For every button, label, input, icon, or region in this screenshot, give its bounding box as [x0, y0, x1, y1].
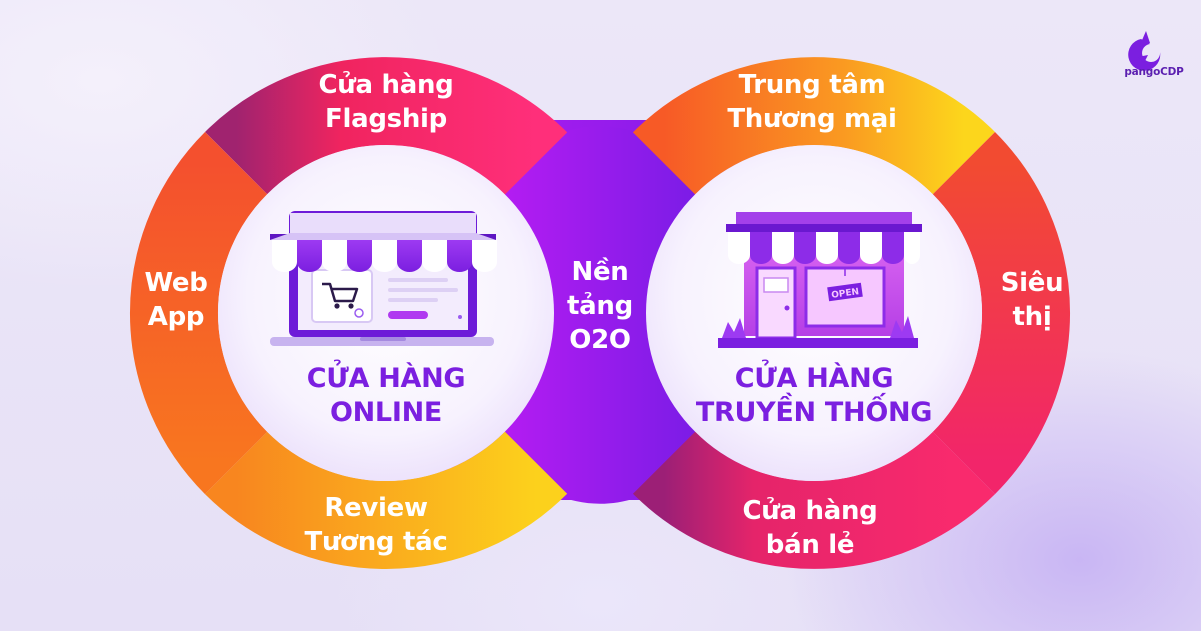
label-retail-line2: bán lẻ	[765, 530, 855, 560]
label-supermarket: Siêu thị	[982, 266, 1082, 334]
label-shopping-mall: Trung tâm Thương mại	[712, 68, 912, 136]
label-retail-store: Cửa hàng bán lẻ	[720, 494, 900, 562]
label-mall-line1: Trung tâm	[738, 70, 886, 100]
label-supermarket-line1: Siêu	[1000, 268, 1064, 298]
online-store-title-line1: CỬA HÀNG	[306, 363, 466, 394]
label-review-interaction: Review Tương tác	[286, 491, 466, 559]
center-label-line2: tảng	[567, 291, 633, 321]
pangocdp-logo-icon	[1128, 31, 1161, 71]
label-review-line1: Review	[324, 493, 428, 523]
logo-text: pangoCDP	[1124, 66, 1184, 78]
traditional-store-title-line2: TRUYỀN THỐNG	[695, 397, 933, 428]
label-web-app-line2: App	[147, 302, 205, 332]
online-store-title: CỬA HÀNG ONLINE	[276, 362, 496, 430]
label-web-app: Web App	[126, 266, 226, 334]
right-ring-bottom-segment	[632, 430, 995, 569]
traditional-store-title-line1: CỬA HÀNG	[734, 363, 894, 394]
center-label-line1: Nền	[571, 257, 629, 287]
pangocdp-logo: pangoCDP	[1124, 28, 1184, 80]
label-retail-line1: Cửa hàng	[742, 496, 878, 526]
online-store-title-line2: ONLINE	[329, 397, 443, 428]
left-ring-left-segment	[129, 132, 268, 495]
left-ring	[129, 57, 568, 569]
label-mall-line2: Thương mại	[727, 104, 897, 134]
label-flagship-line1: Cửa hàng	[318, 70, 454, 100]
right-ring-top-segment	[632, 57, 995, 196]
traditional-store-title: CỬA HÀNG TRUYỀN THỐNG	[694, 362, 934, 430]
center-platform-label: Nền tảng O2O	[545, 255, 655, 357]
open-sign-text: OPEN	[831, 287, 860, 301]
physical-storefront-icon: OPEN	[718, 212, 922, 348]
right-ring	[632, 57, 1071, 569]
online-store-laptop-icon	[270, 211, 497, 346]
left-ring-top-segment	[205, 57, 568, 196]
right-ring-right-segment	[932, 132, 1071, 495]
center-connector-shape	[500, 126, 700, 504]
label-review-line2: Tương tác	[304, 527, 448, 557]
label-web-app-line1: Web	[144, 268, 208, 298]
label-flagship-store: Cửa hàng Flagship	[296, 68, 476, 136]
left-ring-bottom-segment	[205, 430, 568, 569]
center-label-line3: O2O	[569, 325, 631, 355]
label-flagship-line2: Flagship	[325, 104, 447, 134]
label-supermarket-line2: thị	[1012, 302, 1052, 332]
